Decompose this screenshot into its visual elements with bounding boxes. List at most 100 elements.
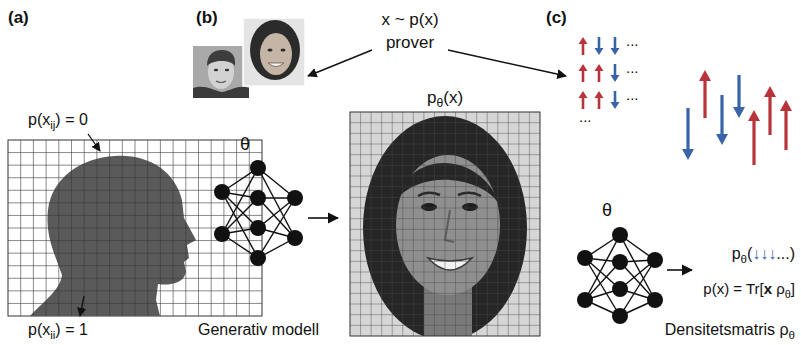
grid-line xyxy=(350,218,540,219)
grid-line xyxy=(350,165,540,166)
arrow-head xyxy=(579,91,588,98)
text-run: p(x xyxy=(28,111,50,128)
neuron xyxy=(250,190,266,206)
text-run: prover xyxy=(386,33,434,52)
output-arrow xyxy=(667,269,692,271)
image-frame xyxy=(350,112,540,336)
arrow-shaft xyxy=(752,121,755,165)
spin-up-arrow xyxy=(748,110,760,165)
eye xyxy=(462,203,478,211)
arrow-head xyxy=(595,64,604,71)
text-run: ...) xyxy=(776,245,795,262)
arrow-head xyxy=(764,86,776,97)
sample-arrow xyxy=(448,50,566,76)
spin-down-arrow xyxy=(611,91,620,109)
text-run: p xyxy=(427,88,436,107)
arrow-shaft xyxy=(720,95,723,134)
grid-lines xyxy=(8,140,262,316)
annotation-label: x ~ p(x) xyxy=(381,10,438,30)
grid-line xyxy=(350,122,540,123)
generated-image xyxy=(350,112,540,336)
sample-photo xyxy=(193,46,249,98)
annotation-label: Generativ modell xyxy=(198,320,319,339)
neuron xyxy=(287,190,303,206)
grid-line xyxy=(350,293,540,294)
eyebrow xyxy=(418,193,440,196)
grid-frame xyxy=(8,140,262,316)
grid-line xyxy=(350,272,540,273)
spin-down-arrow xyxy=(611,64,620,82)
arrow-shaft xyxy=(784,111,787,150)
arrow-head xyxy=(699,70,711,81)
arrow-shaft xyxy=(598,71,601,82)
text-run: θ xyxy=(785,288,791,300)
grid-line xyxy=(423,112,424,336)
eye xyxy=(214,69,218,72)
arrow-shaft xyxy=(582,98,585,109)
pointer-arrow xyxy=(80,296,84,316)
grid-line xyxy=(8,152,262,153)
panel-letter: (c) xyxy=(546,8,567,28)
head-silhouette xyxy=(30,156,196,316)
text-run: (c) xyxy=(546,8,567,27)
grid-line xyxy=(497,112,498,336)
fringe xyxy=(396,163,500,205)
neuron xyxy=(612,254,628,270)
arrow-shaft xyxy=(582,44,585,55)
photo-frame xyxy=(193,46,249,98)
arrow-head xyxy=(595,48,604,55)
neuron xyxy=(577,292,593,308)
photo-frame xyxy=(243,18,305,86)
text-run: ( xyxy=(747,245,752,262)
text-run: ] xyxy=(791,280,795,297)
annotation-label: θ xyxy=(602,200,612,222)
arrow-head xyxy=(733,107,745,118)
grid-line xyxy=(360,112,361,336)
arrow-head xyxy=(748,110,760,121)
arrow-head xyxy=(682,149,694,160)
spin-up-arrow xyxy=(595,91,604,109)
spin-up-arrow xyxy=(780,100,792,150)
text-run: ρ xyxy=(772,280,785,297)
grid-line xyxy=(350,186,540,187)
grid-line xyxy=(350,240,540,241)
grid-line xyxy=(8,215,262,216)
grid-line xyxy=(487,112,488,336)
arrow-head xyxy=(780,100,792,111)
sample-photo xyxy=(243,18,305,86)
arrow-shaft xyxy=(614,91,617,102)
annotation-label: pθ(↓↓↓...) xyxy=(732,244,795,266)
grid-line xyxy=(445,112,446,336)
arrow-head xyxy=(579,37,588,44)
grid-line xyxy=(8,278,262,279)
text-run: x xyxy=(764,280,772,297)
arrow-shaft xyxy=(768,97,771,135)
grid-line xyxy=(350,197,540,198)
panel-letter: (b) xyxy=(196,8,218,28)
spin-samples xyxy=(579,37,620,109)
text-run: ii xyxy=(50,329,55,341)
grid-line xyxy=(350,133,540,134)
grid-line xyxy=(392,112,393,336)
pointer-arrow xyxy=(88,134,100,151)
grid-line xyxy=(8,303,262,304)
annotation-label: ... xyxy=(626,86,639,104)
arrow-head xyxy=(611,48,620,55)
grid-line xyxy=(508,112,509,336)
arrow-shaft xyxy=(614,64,617,75)
text-run: (a) xyxy=(8,8,29,27)
neuron xyxy=(250,220,266,236)
hair xyxy=(250,20,300,80)
text-run: ij xyxy=(50,119,55,131)
text-run: ... xyxy=(626,59,639,76)
text-run: θ xyxy=(602,200,612,220)
grid-line xyxy=(350,261,540,262)
neural-network xyxy=(577,227,663,324)
smile xyxy=(268,63,284,67)
spin-down-arrow xyxy=(611,37,620,55)
text-run: p xyxy=(732,245,741,262)
annotation-label: p(xij) = 0 xyxy=(28,110,88,132)
arrow-head xyxy=(595,91,604,98)
mouth xyxy=(216,81,226,83)
